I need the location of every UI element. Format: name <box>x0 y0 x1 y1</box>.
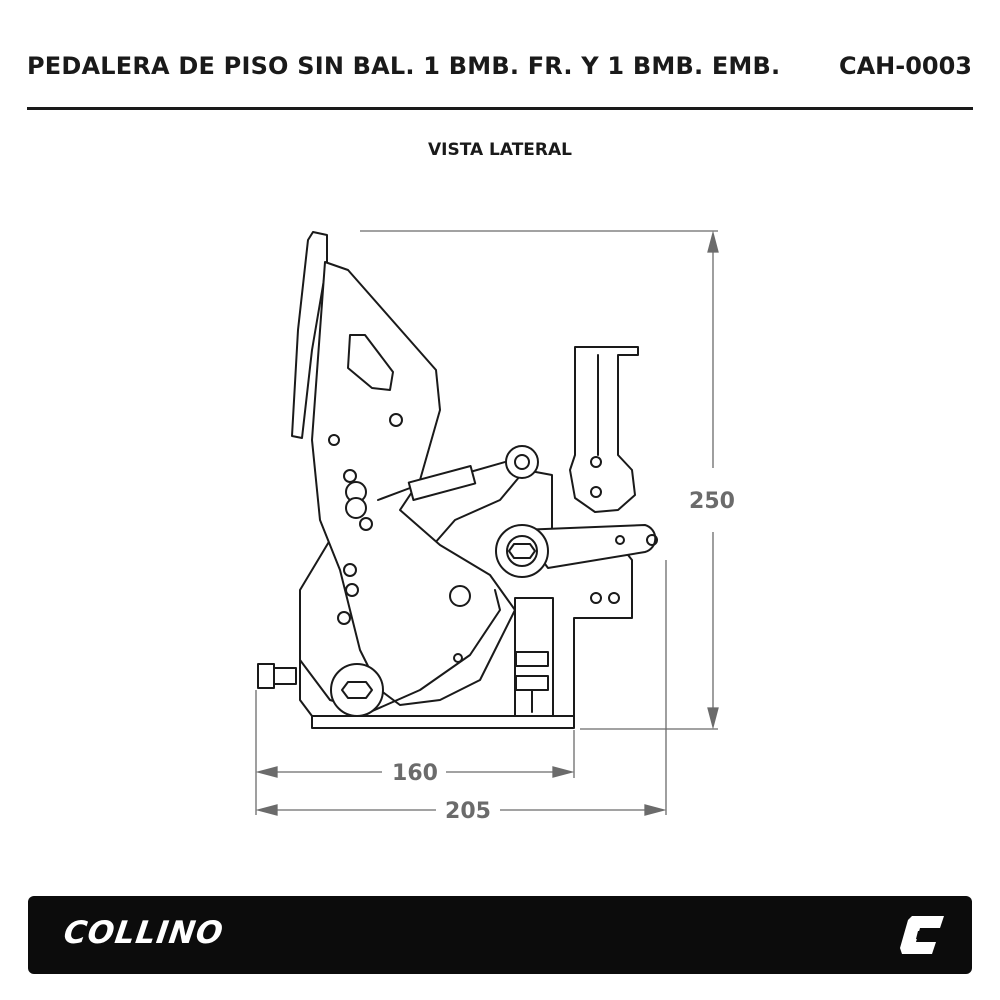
stop-bolt-nut-bottom <box>515 675 549 691</box>
height-arrow-bottom <box>707 707 719 730</box>
pedal-assembly <box>257 231 658 729</box>
main-pivot-boss <box>495 524 549 578</box>
collino-c-mark-icon <box>900 916 944 954</box>
total-arrow-right <box>644 804 667 816</box>
lower-pivot-boss <box>330 663 384 717</box>
rod-end-bolt <box>514 454 530 470</box>
adjuster-shaft <box>273 667 297 685</box>
lower-lever <box>299 589 501 713</box>
total-arrow-left <box>255 804 278 816</box>
height-dimension-label: 250 <box>689 489 735 514</box>
adjuster-bolt <box>257 663 275 689</box>
main-pivot-washer <box>506 535 538 567</box>
base-width-dimension-label: 160 <box>392 761 438 786</box>
stop-bolt-nut-top <box>515 651 549 667</box>
brand-footer: COLLINO <box>28 896 972 974</box>
mounting-holes <box>328 413 658 663</box>
base-arrow-right <box>552 766 575 778</box>
view-subtitle: VISTA LATERAL <box>427 140 573 160</box>
main-pivot-nut <box>508 543 536 559</box>
pedal-pad <box>291 231 328 439</box>
height-arrow-top <box>707 230 719 253</box>
total-width-dimension-label: 205 <box>445 799 491 824</box>
rod-end-eye <box>505 445 539 479</box>
base-plate <box>311 715 575 729</box>
page-title: PEDALERA DE PISO SIN BAL. 1 BMB. FR. Y 1… <box>27 52 781 80</box>
dimension-lines <box>255 230 719 816</box>
lower-pivot-nut <box>341 681 373 699</box>
pedal-cutout <box>347 334 394 391</box>
brand-logo-text: COLLINO <box>61 915 226 951</box>
base-arrow-left <box>255 766 278 778</box>
clutch-cylinder-mount <box>569 346 639 513</box>
product-code: CAH-0003 <box>838 52 972 80</box>
push-rod-sleeve <box>407 465 477 501</box>
header-divider <box>27 107 973 110</box>
